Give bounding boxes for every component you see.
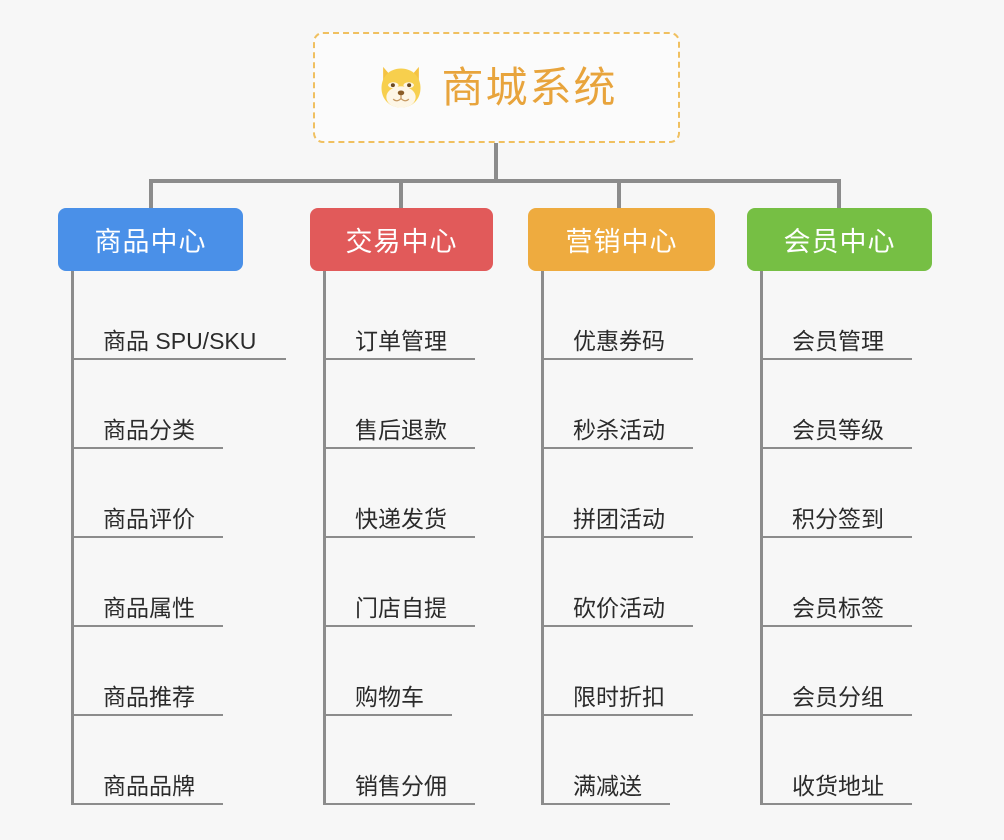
leaf-underline — [541, 625, 693, 627]
leaf-item[interactable]: 会员分组 — [760, 627, 947, 716]
leaf-label: 会员管理 — [792, 327, 884, 354]
branch-list-trade: 订单管理 售后退款 快递发货 门店自提 购物车 销售分佣 — [323, 271, 510, 805]
leaf-underline — [541, 536, 693, 538]
branch-column-member: 会员中心 会员管理 会员等级 积分签到 会员标签 会员分组 — [747, 208, 947, 805]
leaf-item[interactable]: 订单管理 — [323, 271, 510, 360]
leaf-underline — [71, 358, 286, 360]
leaf-label: 销售分佣 — [355, 772, 447, 799]
connector-drop-3 — [617, 179, 621, 210]
leaf-item[interactable]: 会员等级 — [760, 360, 947, 449]
category-header-member[interactable]: 会员中心 — [747, 208, 932, 271]
connector-root-stem — [494, 143, 498, 183]
connector-drop-4 — [837, 179, 841, 210]
leaf-label: 商品属性 — [103, 594, 195, 621]
leaf-underline — [760, 536, 912, 538]
leaf-label: 秒杀活动 — [573, 416, 665, 443]
leaf-underline — [71, 714, 223, 716]
leaf-item[interactable]: 限时折扣 — [541, 627, 728, 716]
category-header-marketing[interactable]: 营销中心 — [528, 208, 715, 271]
leaf-item[interactable]: 拼团活动 — [541, 449, 728, 538]
leaf-item[interactable]: 快递发货 — [323, 449, 510, 538]
branch-column-marketing: 营销中心 优惠券码 秒杀活动 拼团活动 砍价活动 限时折扣 — [528, 208, 728, 805]
branch-list-marketing: 优惠券码 秒杀活动 拼团活动 砍价活动 限时折扣 满减送 — [541, 271, 728, 805]
root-title: 商城系统 — [441, 63, 618, 111]
leaf-label: 拼团活动 — [573, 505, 665, 532]
root-node[interactable]: 商城系统 — [313, 32, 680, 143]
leaf-underline — [71, 447, 223, 449]
leaf-underline — [323, 803, 475, 805]
leaf-underline — [323, 714, 452, 716]
connector-horizontal-bar — [149, 179, 841, 183]
category-header-product[interactable]: 商品中心 — [58, 208, 243, 271]
leaf-label: 订单管理 — [355, 327, 447, 354]
leaf-item[interactable]: 商品 SPU/SKU — [71, 271, 288, 360]
leaf-label: 会员分组 — [792, 683, 884, 710]
leaf-item[interactable]: 门店自提 — [323, 538, 510, 627]
leaf-underline — [71, 803, 223, 805]
branch-spine — [760, 271, 763, 805]
leaf-label: 会员标签 — [792, 594, 884, 621]
leaf-underline — [71, 625, 223, 627]
leaf-label: 收货地址 — [792, 772, 884, 799]
leaf-underline — [323, 447, 475, 449]
leaf-underline — [541, 447, 693, 449]
leaf-label: 满减送 — [573, 772, 642, 799]
leaf-label: 商品推荐 — [103, 683, 195, 710]
leaf-item[interactable]: 积分签到 — [760, 449, 947, 538]
connector-drop-2 — [399, 179, 403, 210]
category-header-trade[interactable]: 交易中心 — [310, 208, 493, 271]
leaf-item[interactable]: 优惠券码 — [541, 271, 728, 360]
leaf-underline — [323, 536, 475, 538]
branch-list-member: 会员管理 会员等级 积分签到 会员标签 会员分组 收货地址 — [760, 271, 947, 805]
leaf-item[interactable]: 商品评价 — [71, 449, 288, 538]
leaf-underline — [323, 625, 475, 627]
leaf-item[interactable]: 会员标签 — [760, 538, 947, 627]
leaf-item[interactable]: 收货地址 — [760, 716, 947, 805]
leaf-item[interactable]: 售后退款 — [323, 360, 510, 449]
shiba-dog-face-icon — [381, 66, 421, 107]
branch-column-product: 商品中心 商品 SPU/SKU 商品分类 商品评价 商品属性 商品推荐 — [58, 208, 288, 805]
leaf-label: 积分签到 — [792, 505, 884, 532]
branch-spine — [541, 271, 544, 805]
leaf-label: 优惠券码 — [573, 327, 665, 354]
leaf-label: 售后退款 — [355, 416, 447, 443]
branch-list-product: 商品 SPU/SKU 商品分类 商品评价 商品属性 商品推荐 商品品牌 — [71, 271, 288, 805]
leaf-label: 购物车 — [355, 683, 424, 710]
leaf-underline — [71, 536, 223, 538]
leaf-label: 限时折扣 — [573, 683, 665, 710]
leaf-label: 商品评价 — [103, 505, 195, 532]
leaf-label: 商品 SPU/SKU — [103, 327, 257, 354]
leaf-underline — [323, 358, 475, 360]
leaf-item[interactable]: 商品分类 — [71, 360, 288, 449]
leaf-label: 会员等级 — [792, 416, 884, 443]
leaf-item[interactable]: 购物车 — [323, 627, 510, 716]
leaf-underline — [760, 803, 912, 805]
leaf-underline — [760, 625, 912, 627]
leaf-item[interactable]: 商品品牌 — [71, 716, 288, 805]
leaf-item[interactable]: 满减送 — [541, 716, 728, 805]
leaf-underline — [541, 803, 670, 805]
leaf-label: 砍价活动 — [573, 594, 665, 621]
leaf-item[interactable]: 砍价活动 — [541, 538, 728, 627]
leaf-label: 门店自提 — [355, 594, 447, 621]
leaf-underline — [541, 358, 693, 360]
leaf-underline — [760, 447, 912, 449]
branch-column-trade: 交易中心 订单管理 售后退款 快递发货 门店自提 购物车 — [310, 208, 510, 805]
leaf-label: 商品品牌 — [103, 772, 195, 799]
connector-drop-1 — [149, 179, 153, 210]
branch-spine — [323, 271, 326, 805]
leaf-item[interactable]: 会员管理 — [760, 271, 947, 360]
leaf-item[interactable]: 销售分佣 — [323, 716, 510, 805]
leaf-label: 快递发货 — [355, 505, 447, 532]
leaf-label: 商品分类 — [103, 416, 195, 443]
leaf-item[interactable]: 商品推荐 — [71, 627, 288, 716]
branch-spine — [71, 271, 74, 805]
leaf-underline — [760, 714, 912, 716]
leaf-underline — [541, 714, 693, 716]
leaf-item[interactable]: 商品属性 — [71, 538, 288, 627]
leaf-underline — [760, 358, 912, 360]
leaf-item[interactable]: 秒杀活动 — [541, 360, 728, 449]
